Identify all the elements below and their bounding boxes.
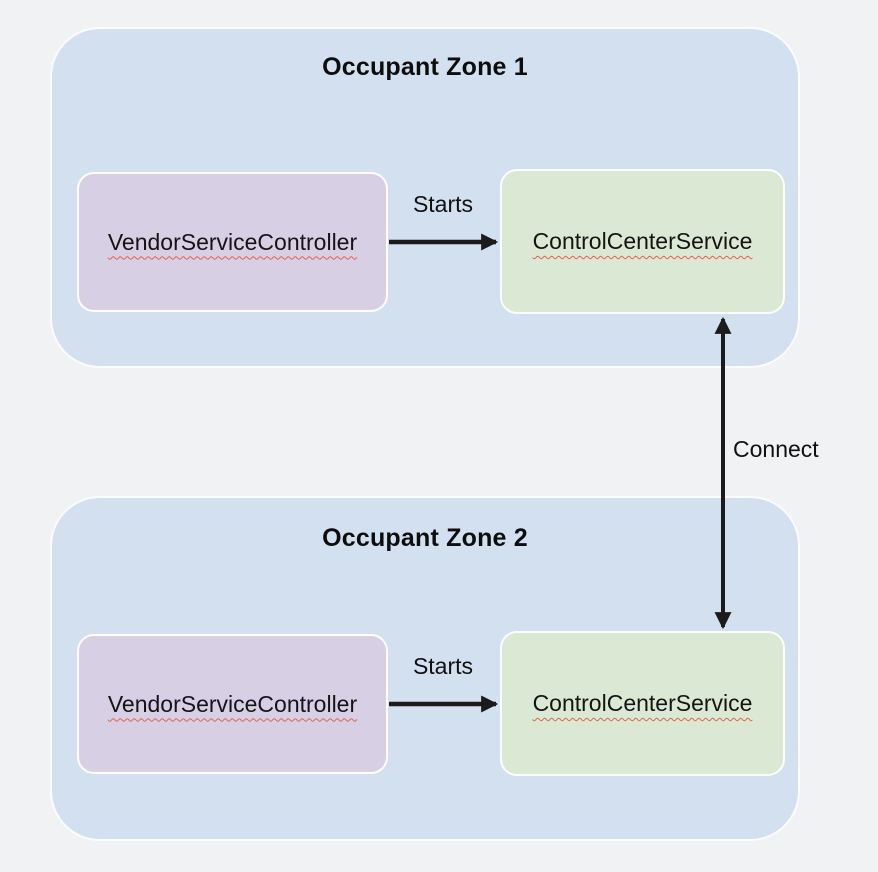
control-center-service-node-1: ControlCenterService (500, 169, 785, 314)
node-label: VendorServiceController (107, 228, 358, 255)
vendor-service-controller-node-2: VendorServiceController (77, 634, 388, 774)
control-center-service-node-2: ControlCenterService (500, 631, 785, 776)
starts-edge-label-2: Starts (412, 653, 474, 679)
zone-title-2: Occupant Zone 2 (322, 524, 528, 552)
node-label: ControlCenterService (532, 690, 753, 716)
connect-edge-label: Connect (733, 436, 819, 462)
zone-title-1: Occupant Zone 1 (322, 53, 528, 81)
node-label: VendorServiceController (107, 690, 358, 717)
node-label: ControlCenterService (532, 228, 753, 254)
starts-edge-label-1: Starts (412, 191, 474, 217)
vendor-service-controller-node-1: VendorServiceController (77, 172, 388, 312)
